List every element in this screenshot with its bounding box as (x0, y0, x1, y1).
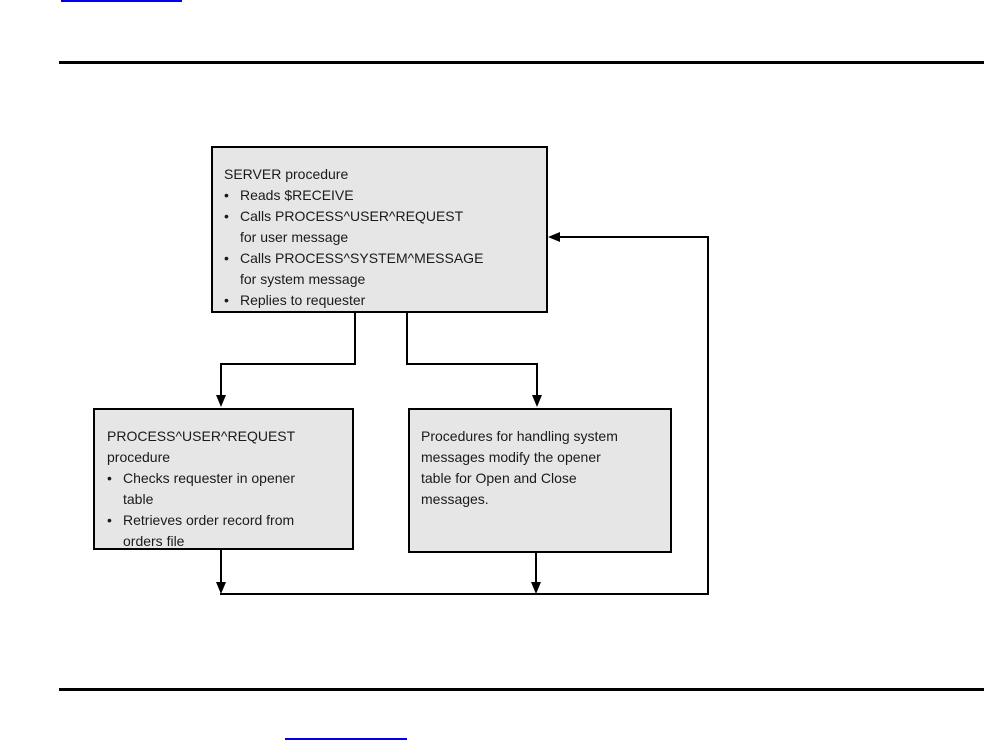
server-box-item: • Calls PROCESS^USER^REQUEST (224, 206, 538, 227)
server-box-item-continuation: for user message (240, 229, 349, 245)
user-box-item: • Checks requester in opener (107, 468, 344, 489)
system-box-line: messages. (421, 491, 489, 507)
bullet-icon: • (224, 292, 229, 308)
user-box-item-continuation: table (123, 491, 154, 507)
top-link-underline[interactable] (61, 0, 182, 2)
user-box-item-continuation: orders file (123, 533, 185, 549)
bullet-icon: • (107, 512, 112, 528)
connector-right-branch-vertical (406, 313, 408, 365)
connector-user-box-drop (220, 550, 222, 584)
connector-left-branch-horizontal (220, 363, 356, 365)
server-box-item-text: Calls PROCESS^SYSTEM^MESSAGE (240, 250, 484, 266)
server-box-item-continuation: for system message (240, 271, 366, 287)
system-box-line: messages modify the opener (421, 449, 601, 465)
server-box-item: • Reads $RECEIVE (224, 185, 538, 206)
top-horizontal-rule (59, 61, 984, 64)
connector-feedback-vertical (707, 236, 709, 595)
arrow-down-icon (216, 582, 226, 594)
user-box-item: • Retrieves order record from (107, 510, 344, 531)
server-procedure-box: SERVER procedure • Reads $RECEIVE • Call… (211, 146, 548, 313)
process-user-request-box: PROCESS^USER^REQUEST procedure • Checks … (93, 408, 354, 550)
connector-right-branch-drop (536, 363, 538, 397)
arrow-down-icon (216, 395, 226, 407)
connector-left-branch-vertical (354, 313, 356, 365)
system-message-box: Procedures for handling system messages … (408, 408, 672, 553)
bullet-icon: • (224, 208, 229, 224)
bullet-icon: • (224, 250, 229, 266)
arrow-left-icon (548, 232, 560, 242)
connector-left-branch-drop (220, 363, 222, 397)
user-box-title-line2: procedure (107, 449, 171, 465)
connector-right-branch-horizontal (406, 363, 538, 365)
connector-feedback-horizontal (559, 236, 709, 238)
bullet-icon: • (107, 470, 112, 486)
system-box-line: Procedures for handling system (421, 428, 618, 444)
connector-system-box-drop (535, 553, 537, 584)
user-box-item-text: Checks requester in opener (123, 470, 295, 486)
arrow-down-icon (531, 582, 541, 594)
bottom-link-underline[interactable] (285, 738, 407, 740)
bullet-icon: • (224, 187, 229, 203)
server-box-title: SERVER procedure (224, 166, 349, 182)
bottom-horizontal-rule (59, 688, 984, 691)
user-box-item-text: Retrieves order record from (123, 512, 295, 528)
user-box-title-line1: PROCESS^USER^REQUEST (107, 428, 296, 444)
server-box-item: • Replies to requester (224, 290, 538, 311)
server-box-item-text: Replies to requester (240, 292, 366, 308)
server-box-item: • Calls PROCESS^SYSTEM^MESSAGE (224, 248, 538, 269)
server-box-item-text: Reads $RECEIVE (240, 187, 354, 203)
system-box-line: table for Open and Close (421, 470, 577, 486)
server-box-item-text: Calls PROCESS^USER^REQUEST (240, 208, 464, 224)
connector-bottom-collector (220, 593, 709, 595)
arrow-down-icon (532, 395, 542, 407)
